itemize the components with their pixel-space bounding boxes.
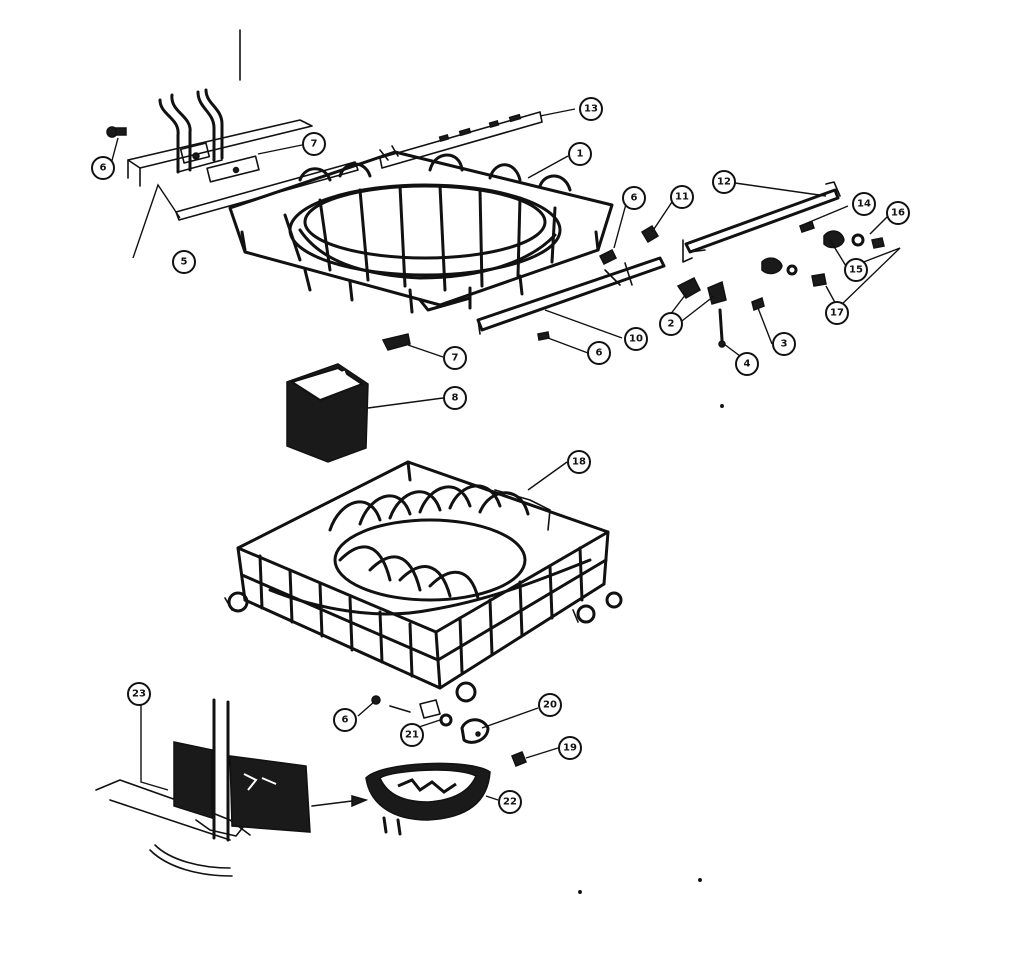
svg-text:14: 14: [857, 199, 871, 210]
svg-text:20: 20: [543, 700, 557, 711]
callout-19: 19: [558, 736, 582, 760]
callout-17: 17: [825, 301, 849, 325]
svg-text:11: 11: [675, 192, 689, 203]
callout-2: 2: [659, 312, 683, 336]
callout-13: 13: [579, 97, 603, 121]
callout-11: 11: [670, 185, 694, 209]
svg-text:6: 6: [342, 715, 349, 726]
lower-rack: [224, 460, 623, 703]
svg-text:23: 23: [132, 689, 146, 700]
spray-arm-cover: [365, 762, 491, 836]
callout-6-rack-right: 6: [622, 186, 646, 210]
callout-8: 8: [443, 386, 467, 410]
callout-23: 23: [127, 682, 151, 706]
svg-text:5: 5: [181, 257, 188, 268]
callout-20: 20: [538, 693, 562, 717]
callout-16: 16: [886, 201, 910, 225]
right-rail: [682, 181, 841, 263]
callout-15: 15: [844, 258, 868, 282]
svg-text:6: 6: [631, 193, 638, 204]
upper-rack: [228, 145, 614, 314]
svg-text:21: 21: [405, 730, 419, 741]
callout-22: 22: [498, 790, 522, 814]
callout-6-rail-screw: 6: [587, 341, 611, 365]
svg-text:7: 7: [452, 353, 459, 364]
svg-text:6: 6: [100, 163, 107, 174]
svg-text:3: 3: [781, 339, 788, 350]
top-rail: [379, 111, 543, 169]
callout-12: 12: [712, 170, 736, 194]
callout-18: 18: [567, 450, 591, 474]
callout-7-clip: 7: [443, 346, 467, 370]
callout-4: 4: [735, 352, 759, 376]
callout-1: 1: [568, 142, 592, 166]
cutlery-basket: [286, 363, 369, 463]
svg-text:13: 13: [584, 104, 598, 115]
callout-7-bracket: 7: [302, 132, 326, 156]
svg-text:18: 18: [572, 457, 586, 468]
svg-text:8: 8: [452, 393, 459, 404]
scan-marks: [239, 29, 724, 894]
svg-text:17: 17: [830, 308, 844, 319]
callout-10: 10: [624, 327, 648, 351]
callout-5: 5: [172, 250, 196, 274]
svg-text:7: 7: [311, 139, 318, 150]
callout-3: 3: [772, 332, 796, 356]
svg-text:2: 2: [668, 319, 675, 330]
svg-text:19: 19: [563, 743, 577, 754]
callout-6-roller: 6: [333, 708, 357, 732]
svg-text:6: 6: [596, 348, 603, 359]
callout-6-bolt-left: 6: [91, 156, 115, 180]
svg-text:22: 22: [503, 797, 517, 808]
lower-rail: [476, 256, 666, 335]
callout-21: 21: [400, 723, 424, 747]
small-hardware: [381, 221, 885, 351]
left-rail-bracket: [106, 88, 359, 221]
svg-text:15: 15: [849, 265, 863, 276]
svg-text:10: 10: [629, 334, 643, 345]
svg-text:12: 12: [717, 177, 731, 188]
callout-14: 14: [852, 192, 876, 216]
svg-text:16: 16: [891, 208, 905, 219]
svg-text:1: 1: [577, 149, 584, 160]
roller-parts: [371, 695, 527, 767]
svg-text:4: 4: [744, 359, 751, 370]
door-dispenser: [95, 698, 369, 877]
leader-lines: [109, 108, 901, 801]
